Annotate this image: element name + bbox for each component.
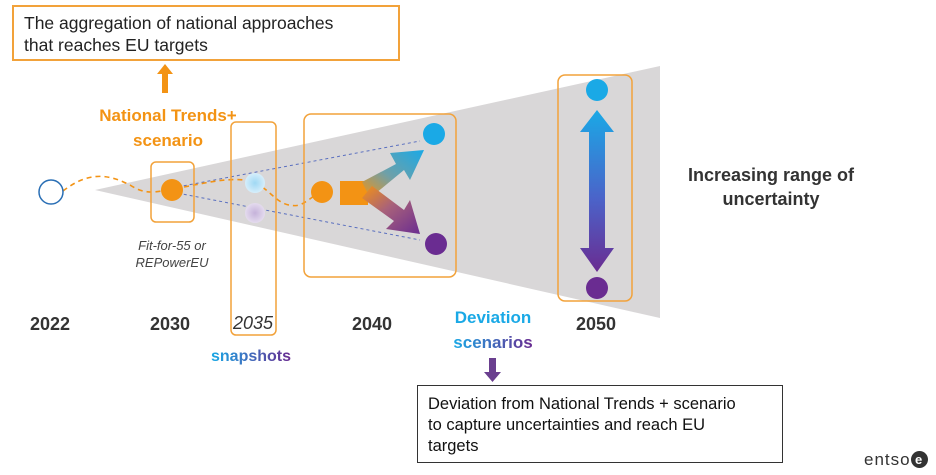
national-trends-label: National Trends+ scenario	[88, 103, 248, 153]
snapshots-label: snapshots	[211, 348, 291, 365]
callout-deviation-line2: to capture uncertainties and reach EU	[428, 416, 705, 434]
uncertainty-line2: uncertainty	[722, 189, 820, 209]
year-2030: 2030	[150, 314, 191, 334]
national-trends-box	[150, 161, 195, 223]
fit-for-55-line1: Fit-for-55 or	[138, 238, 206, 253]
projection-line-lower	[171, 191, 421, 241]
uncertainty-line1: Increasing range of	[687, 165, 855, 185]
fit-for-55-note: Fit-for-55 or REPowerEU	[128, 237, 216, 271]
dot-2050-cyan	[586, 79, 608, 101]
callout-deviation-line3: targets	[428, 437, 479, 455]
deviation-label-line1: Deviation	[455, 308, 532, 327]
year-2050: 2050	[576, 314, 617, 334]
logo-text: entso	[864, 450, 911, 469]
uncertainty-label: Increasing range of uncertainty	[676, 163, 866, 211]
up-arrow-orange	[157, 64, 173, 93]
snapshots-box	[230, 121, 277, 336]
national-trends-line1: National Trends+	[99, 106, 237, 125]
deviation-label-line2: scenarios	[453, 333, 532, 352]
year-2022: 2022	[30, 314, 71, 334]
dot-2050-purple	[586, 277, 608, 299]
branch-arrow-stem	[340, 181, 368, 205]
dot-2040-cyan	[423, 123, 445, 145]
range-double-arrow	[580, 110, 614, 272]
national-trends-line2: scenario	[133, 131, 203, 150]
callout-aggregation: The aggregation of national approaches t…	[12, 5, 400, 61]
start-2022-circle	[38, 179, 64, 205]
snapshot-cyan-dot	[245, 173, 265, 193]
trend-trajectory	[62, 175, 323, 207]
national-trends-dot	[161, 179, 183, 201]
box-2050	[557, 74, 633, 302]
year-2035: 2035	[233, 313, 274, 333]
callout-aggregation-line1: The aggregation of national approaches	[24, 13, 334, 33]
fit-for-55-line2: REPowerEU	[135, 255, 209, 270]
callout-aggregation-line2: that reaches EU targets	[24, 35, 208, 55]
callout-deviation: Deviation from National Trends + scenari…	[417, 385, 783, 463]
logo-e-mark: e	[910, 451, 928, 468]
box-2040	[303, 113, 457, 278]
down-arrow-purple	[484, 358, 501, 382]
dot-2040-purple	[425, 233, 447, 255]
projection-line-upper	[171, 140, 421, 189]
callout-deviation-line1: Deviation from National Trends + scenari…	[428, 395, 736, 413]
dot-2040-orange	[311, 181, 333, 203]
snapshot-purple-dot	[245, 203, 265, 223]
branch-arrow-up	[362, 150, 424, 198]
branch-arrow-down	[362, 186, 420, 234]
year-2040: 2040	[352, 314, 393, 334]
